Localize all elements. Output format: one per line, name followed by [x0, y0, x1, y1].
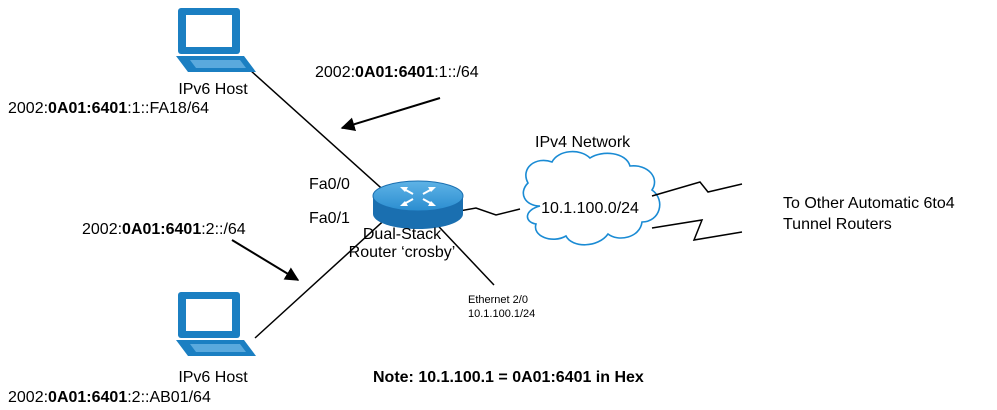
host-top-address: 2002:0A01:6401:1::FA18/64: [8, 100, 210, 117]
link-host-bottom-router: [254, 214, 391, 339]
remote-routers-line2: Tunnel Routers: [783, 216, 892, 233]
ipv6-host-top-icon: [176, 8, 256, 72]
subnet-bottom-label: 2002:0A01:6401:2::/64: [82, 221, 246, 238]
arrow-subnet-top: [340, 97, 441, 132]
router-name-line1: Dual-Stack: [362, 226, 442, 243]
router-name-line2: Router ‘crosby’: [348, 244, 456, 261]
lightning-link-lower: [651, 219, 743, 241]
router-icon: [372, 180, 464, 229]
ethernet-interface-address: 10.1.100.1/24: [468, 308, 536, 320]
host-bottom-address: 2002:0A01:6401:2::AB01/64: [8, 389, 211, 406]
router-interface-fa0-1: Fa0/1: [309, 210, 350, 227]
ethernet-interface-name: Ethernet 2/0: [468, 294, 528, 306]
host-bottom-label: IPv6 Host: [178, 369, 248, 386]
ipv6-host-bottom-icon: [176, 292, 256, 356]
arrow-subnet-bottom: [231, 239, 300, 281]
remote-routers-line1: To Other Automatic 6to4: [783, 195, 955, 212]
host-top-label: IPv6 Host: [178, 81, 248, 98]
ipv4-cloud-icon: [522, 150, 661, 246]
subnet-top-label: 2002:0A01:6401:1::/64: [315, 64, 479, 81]
link-host-top-router: [249, 69, 391, 197]
ipv4-network-subnet: 10.1.100.0/24: [541, 200, 639, 217]
lightning-link-upper: [651, 181, 743, 197]
ipv4-network-title: IPv4 Network: [535, 134, 631, 151]
router-interface-fa0-0: Fa0/0: [309, 176, 350, 193]
hex-conversion-note: Note: 10.1.100.1 = 0A01:6401 in Hex: [373, 369, 644, 386]
